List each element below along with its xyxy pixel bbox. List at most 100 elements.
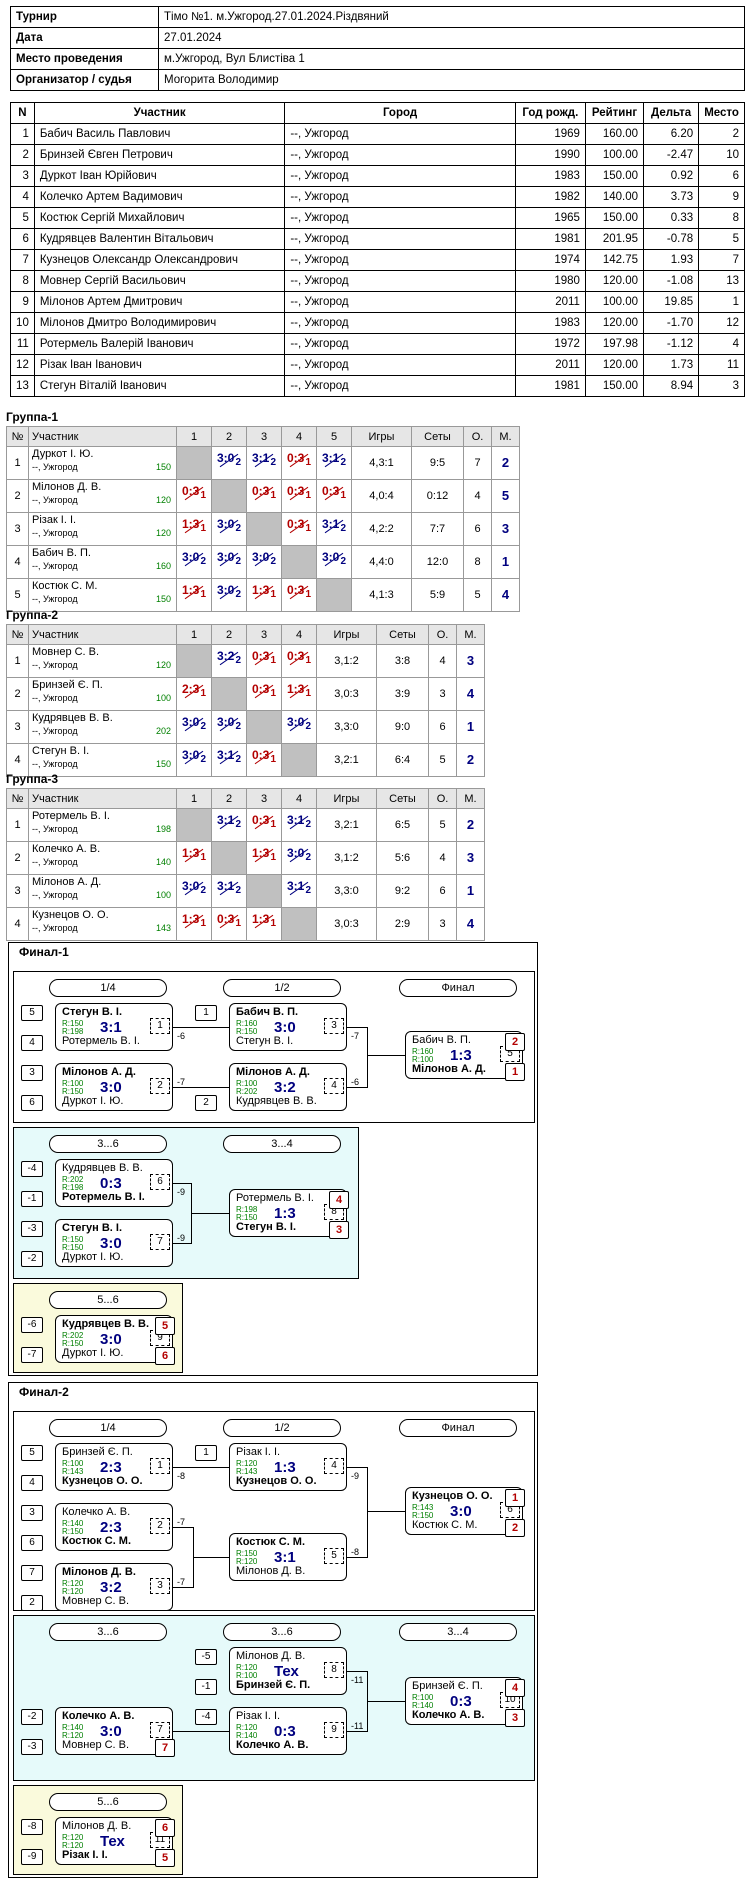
round-header: 3...6 (49, 1623, 167, 1641)
participant-cell: 140.00 (584, 186, 645, 208)
participant-cell: 197.98 (584, 333, 645, 355)
rating-top: R:143 (412, 1503, 434, 1512)
seed-box: -1 (21, 1191, 43, 1207)
rating-bottom: R:202 (236, 1087, 258, 1096)
player-bottom: Дуркот І. Ю. (62, 1251, 124, 1263)
score-value: 3:1 (217, 879, 235, 893)
group-row-number: 3 (6, 874, 29, 908)
participant-cell: 1972 (514, 333, 586, 355)
score-points: 2 (235, 523, 241, 534)
player-rating: 100 (155, 693, 171, 703)
participant-cell: --, Ужгород (284, 354, 516, 376)
bracket-line (173, 1243, 191, 1244)
participant-cell: Колечко Артем Вадимович (33, 186, 286, 208)
diagonal-cell (246, 512, 282, 546)
match-score: 3:0 (274, 1019, 296, 1036)
player-top: Колечко А. В. (62, 1710, 135, 1722)
player-bottom: Бринзей Є. П. (236, 1679, 311, 1691)
player-top: Бринзей Є. П. (412, 1680, 483, 1692)
player-bottom: Дуркот І. Ю. (62, 1347, 124, 1359)
seed-box: 1 (195, 1005, 217, 1021)
bracket-line (347, 1671, 367, 1672)
group-row-number: 2 (6, 479, 29, 513)
participant-cell: Бринзей Євген Петрович (33, 144, 286, 166)
points-cell: 5 (428, 808, 457, 842)
participant-cell: 9 (10, 291, 35, 313)
score-points: 1 (305, 490, 311, 501)
seed-box: -1 (195, 1679, 217, 1695)
sets-cell: 6:4 (376, 743, 429, 777)
games-cell: 3,1:2 (316, 644, 377, 678)
games-cell: 3,3:0 (316, 874, 377, 908)
score-points: 2 (340, 556, 346, 567)
player-name: Костюк С. М. (32, 580, 98, 592)
player-name: Мілонов Д. В. (32, 481, 102, 493)
participant-cell: 6 (698, 165, 745, 187)
player-top: Стегун В. І. (62, 1006, 123, 1018)
diagonal-cell (211, 677, 247, 711)
rating-bottom: R:143 (62, 1467, 84, 1476)
group-row-number: 3 (6, 512, 29, 546)
player-rating: 198 (155, 824, 171, 834)
seed-box: -3 (21, 1221, 43, 1237)
bracket-line (173, 1527, 193, 1528)
sets-cell: 9:5 (411, 446, 464, 480)
group-row-number: 4 (6, 545, 29, 579)
participant-cell: 142.75 (584, 249, 645, 271)
seed-box: -8 (21, 1819, 43, 1835)
score-value: 1:3 (182, 912, 200, 926)
place-box: 6 (155, 1819, 175, 1837)
match-score: 0:3 (100, 1175, 122, 1192)
seed-box: 4 (21, 1035, 43, 1051)
player-name: Різак І. І. (32, 514, 77, 526)
rating-bottom: R:143 (236, 1467, 258, 1476)
seed-box: 7 (21, 1565, 43, 1581)
round-header: 1/2 (223, 979, 341, 997)
column-header: Дельта (643, 102, 700, 124)
score-value: 0:3 (182, 484, 200, 498)
score-value: 1:3 (252, 912, 270, 926)
player-name: Кудрявцев В. В. (32, 712, 113, 724)
match-score: 3:2 (274, 1079, 296, 1096)
group-row-number: 4 (6, 907, 29, 941)
score-value: 3:1 (287, 879, 305, 893)
group-header: Участник (28, 426, 177, 447)
participant-cell: 12 (698, 312, 745, 334)
score-points: 1 (235, 918, 241, 929)
points-cell: 5 (463, 578, 492, 612)
player-name: Колечко А. В. (32, 843, 101, 855)
player-top: Різак І. І. (236, 1446, 281, 1458)
participant-cell: 201.95 (584, 228, 645, 250)
participant-cell: 1 (698, 291, 745, 313)
group-header: О. (428, 624, 457, 645)
player-bottom: Мовнер С. В. (62, 1739, 130, 1751)
sets-cell: 3:9 (376, 677, 429, 711)
sets-cell: 0:12 (411, 479, 464, 513)
score-points: 2 (235, 885, 241, 896)
match-score: 3:0 (100, 1331, 122, 1348)
participant-cell: -1.70 (643, 312, 700, 334)
rating-top: R:100 (412, 1693, 434, 1702)
loser-link-label: -11 (351, 1675, 364, 1685)
